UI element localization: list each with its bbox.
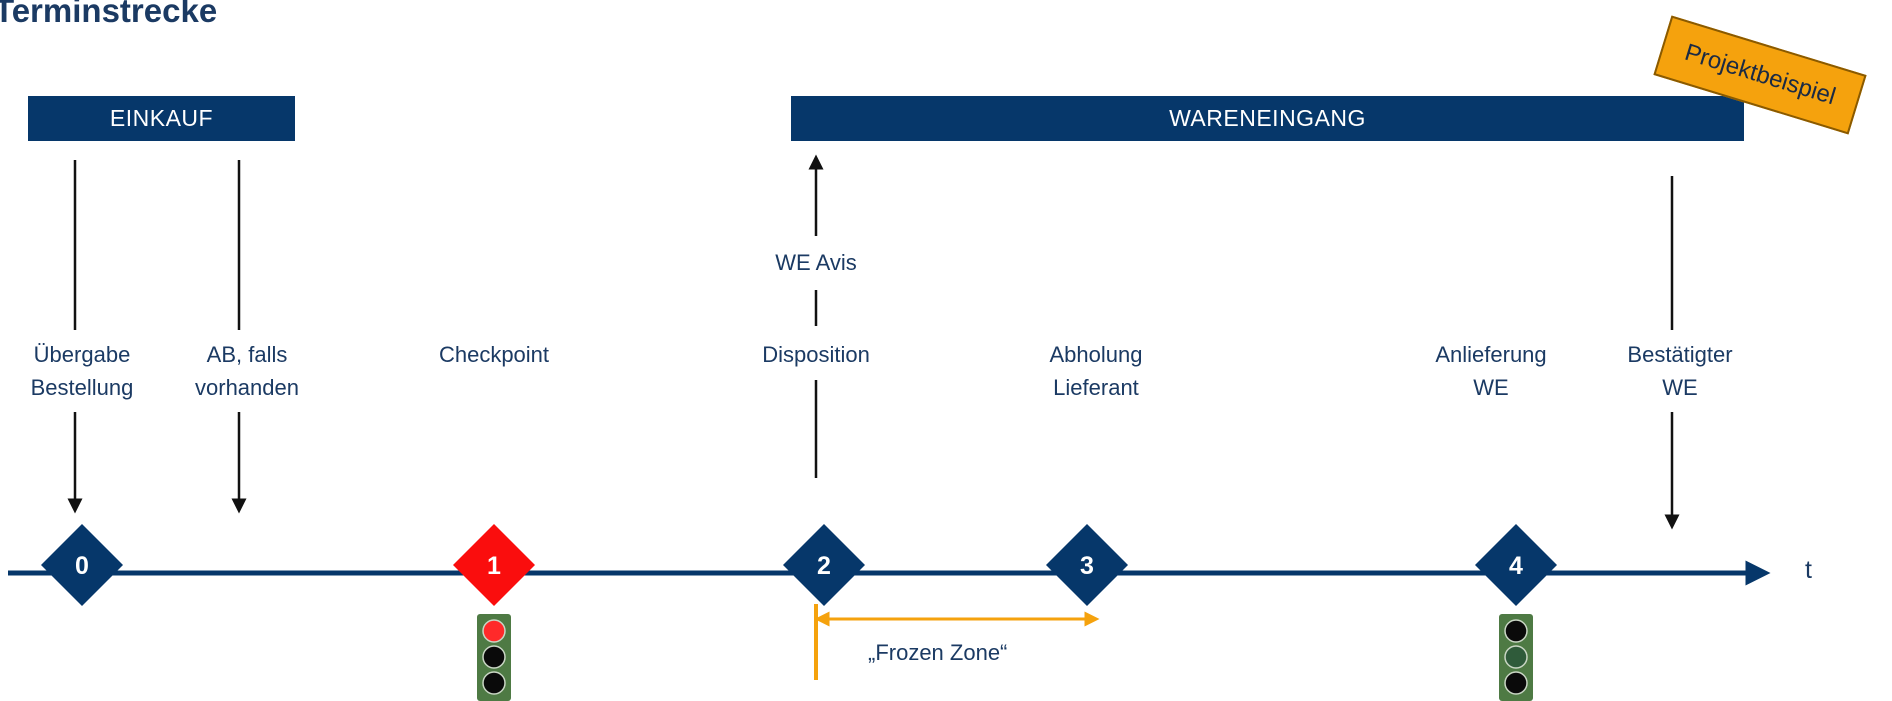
label-disposition: Disposition [758,338,874,371]
traffic-light-lamp [1504,645,1528,669]
label-line: vorhanden [195,375,299,400]
label-ab: AB, falls vorhanden [191,338,303,404]
label-line: Übergabe [33,342,131,367]
label-line: Disposition [762,342,870,367]
phase-wareneingang-label: WARENEINGANG [1169,105,1366,131]
axis-label-t: t [1805,556,1812,584]
label-we-avis: WE Avis [771,246,861,279]
milestone-diamond [453,524,535,606]
label-bestaetigter: Bestätigter WE [1623,338,1737,404]
traffic-light-lamp [1504,671,1528,695]
milestone-3: 3 [1046,524,1128,606]
label-line: WE [1473,375,1509,400]
traffic-light-icon [477,614,511,701]
label-line: Abholung [1049,342,1143,367]
phase-einkauf-label: EINKAUF [109,105,214,131]
milestone-0: 0 [41,524,123,606]
label-uebergabe: Übergabe Bestellung [26,338,138,404]
milestone-diamond [1046,524,1128,606]
milestone-number: 1 [487,552,501,580]
label-checkpoint: Checkpoint [434,338,554,371]
frozen-zone-label: „Frozen Zone“ [868,640,1008,665]
traffic-light-lamp [482,645,506,669]
milestone-number: 0 [75,552,89,580]
milestone-2: 2 [783,524,865,606]
traffic-light-icon [1499,614,1533,701]
milestone-number: 3 [1080,552,1094,580]
label-line: Lieferant [1053,375,1139,400]
label-line: AB, falls [206,342,288,367]
label-line: Bestätigter [1627,342,1733,367]
label-line: Anlieferung [1435,342,1547,367]
milestone-number: 2 [817,552,831,580]
label-line: Checkpoint [438,342,550,367]
label-line: Bestellung [30,375,134,400]
phase-einkauf: EINKAUF [28,96,295,141]
phase-wareneingang: WARENEINGANG [791,96,1744,141]
traffic-light-lamp [1504,619,1528,643]
traffic-light-lamp [482,671,506,695]
label-line: WE Avis [775,250,857,275]
milestone-diamond [41,524,123,606]
milestone-1: 1 [453,524,535,606]
label-abholung: Abholung Lieferant [1045,338,1147,404]
milestone-number: 4 [1509,552,1523,580]
traffic-light-lamp [482,619,506,643]
page-title: Terminstrecke [0,0,218,29]
label-anlieferung: Anlieferung WE [1431,338,1551,404]
milestone-4: 4 [1475,524,1557,606]
label-line: WE [1662,375,1698,400]
milestone-diamond [1475,524,1557,606]
milestone-diamond [783,524,865,606]
